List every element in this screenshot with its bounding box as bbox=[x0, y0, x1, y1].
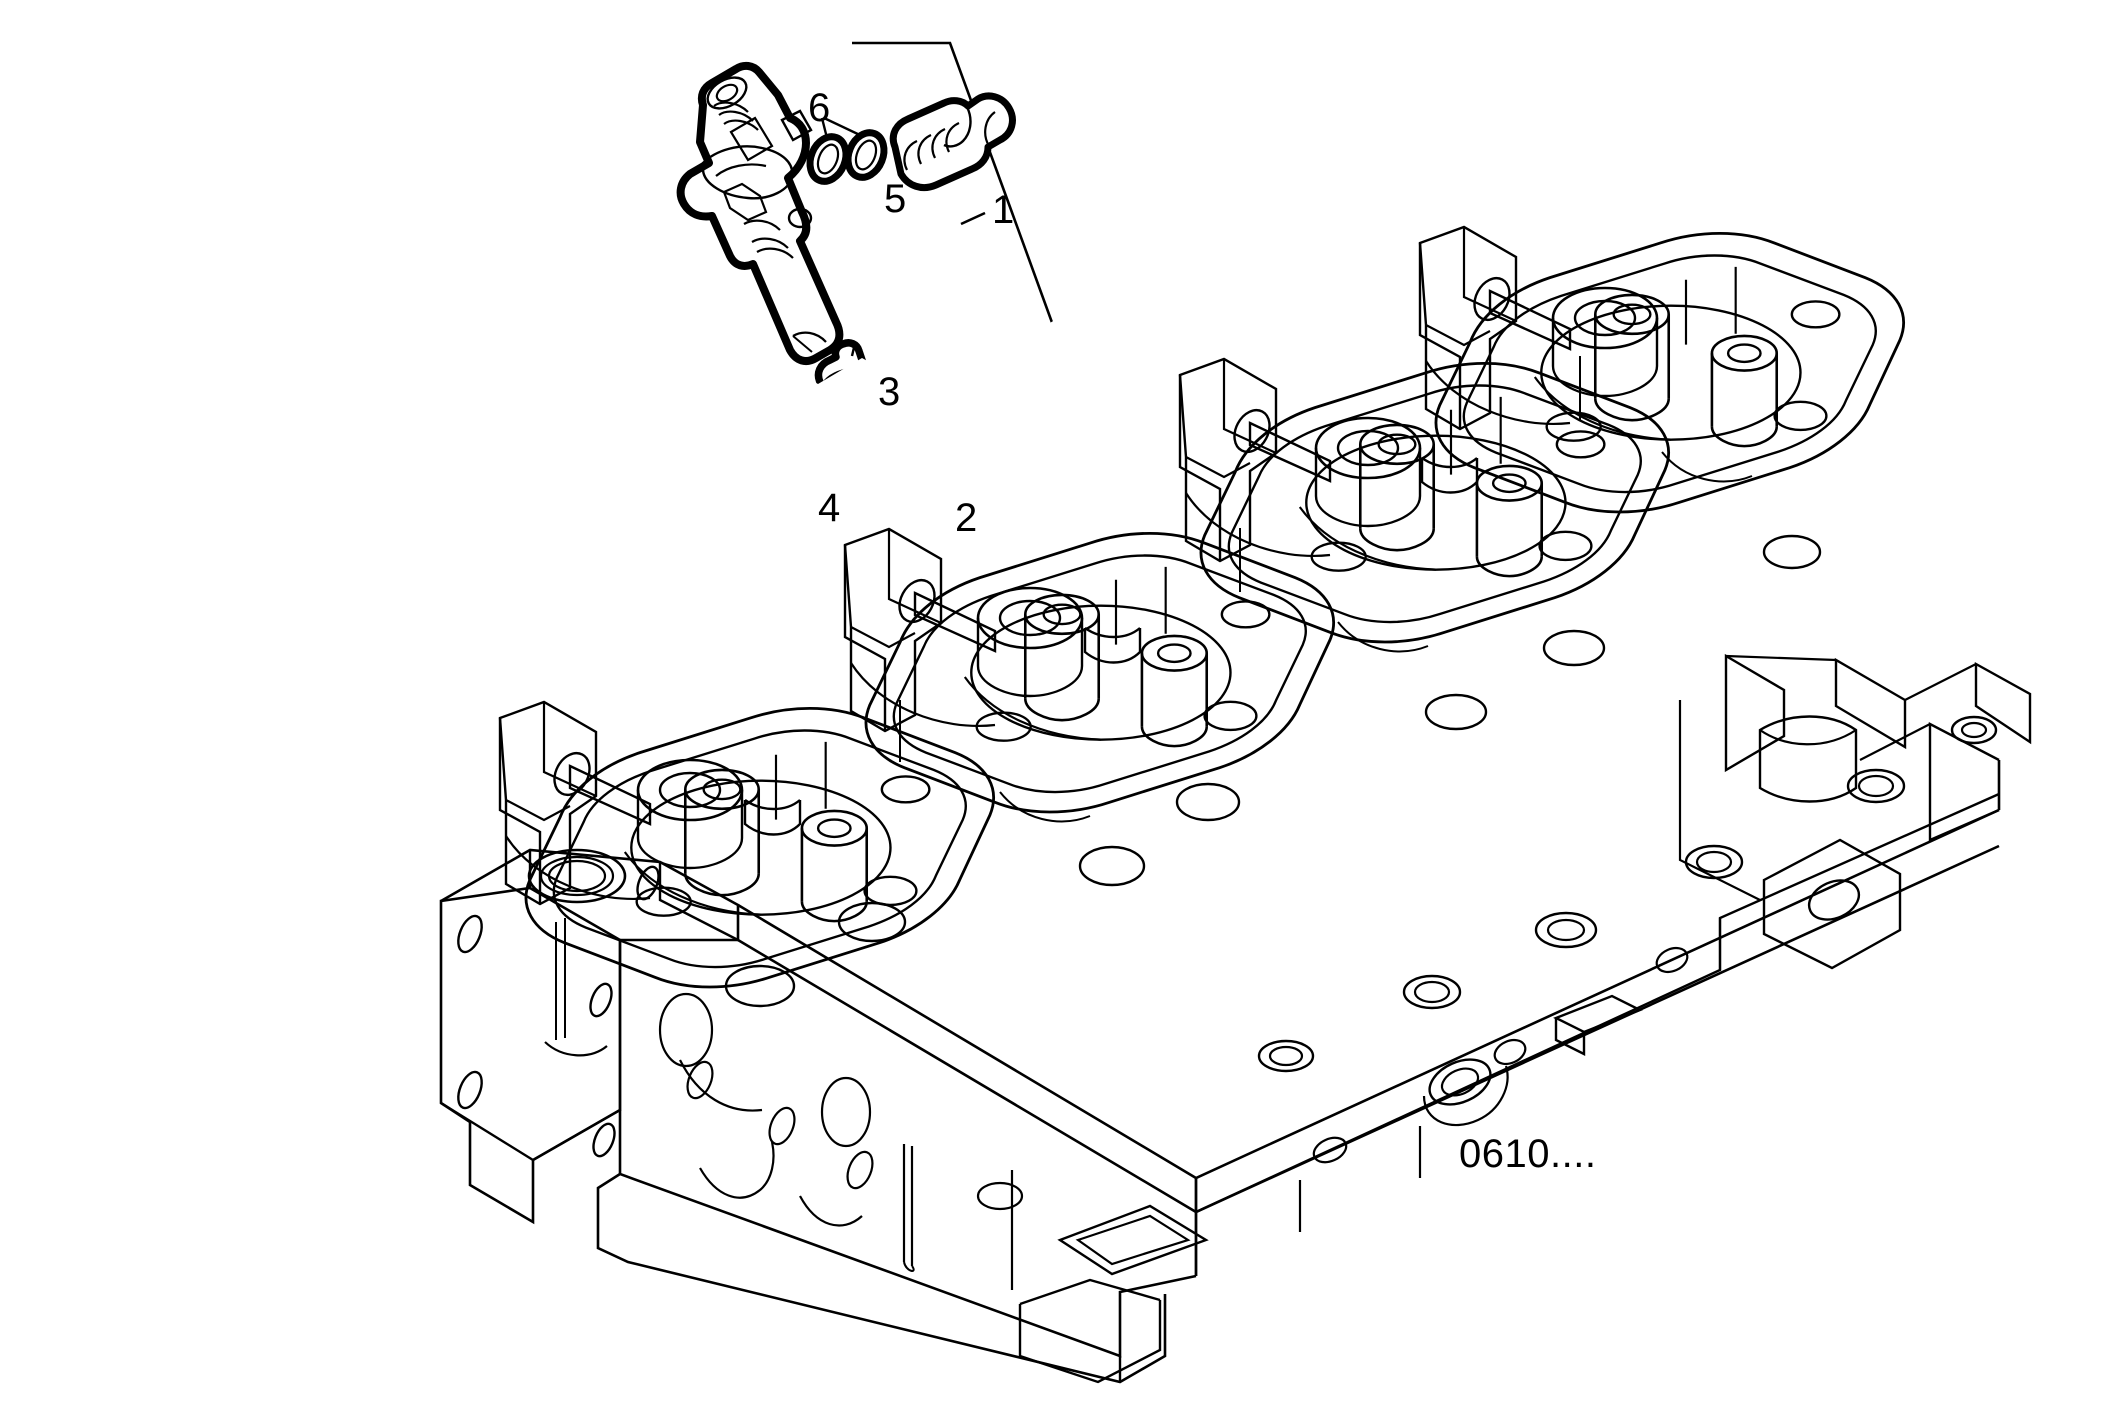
callout-label-4: 4 bbox=[818, 486, 841, 530]
cylinder-head-casting bbox=[439, 225, 2032, 1384]
bolt-boss-4 bbox=[1551, 286, 1659, 398]
sealing-washers bbox=[806, 116, 888, 185]
callout-label-6: 6 bbox=[808, 86, 831, 130]
bay-saddles bbox=[743, 457, 1479, 836]
front-wall-details bbox=[658, 992, 1014, 1290]
left-end-flange bbox=[439, 848, 740, 1225]
diagram-caption: 0610.... bbox=[1459, 1132, 1597, 1176]
banjo-bolt bbox=[889, 92, 1016, 191]
callout-label-3: 3 bbox=[878, 370, 901, 414]
cylinder-bay-4 bbox=[1434, 231, 1905, 514]
callout-label-5: 5 bbox=[884, 177, 907, 221]
deck-bolt-holes bbox=[724, 534, 1822, 1008]
callout-label-2: 2 bbox=[955, 496, 978, 540]
injector-body bbox=[676, 61, 844, 366]
right-end-structure bbox=[1678, 653, 2032, 970]
casting-internal-edges bbox=[899, 356, 1753, 1212]
callout-label-1: 1 bbox=[992, 188, 1015, 232]
